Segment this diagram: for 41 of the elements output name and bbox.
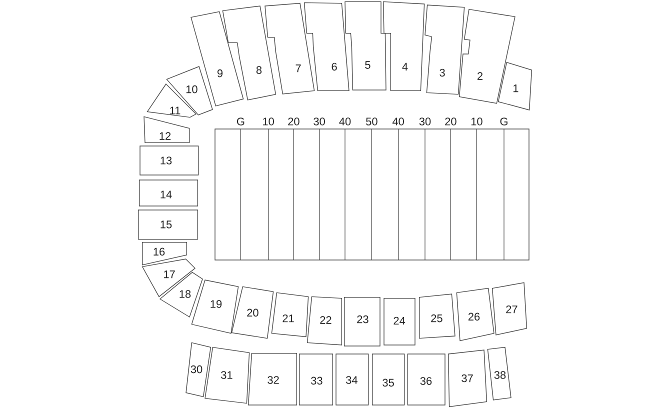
yard-number: 20 [288,118,300,126]
seating-section: 24 [384,298,416,346]
seating-section: 20 [231,286,274,339]
yard-number: G [500,118,508,126]
seating-section: 19 [191,280,239,334]
seating-section: 5 [344,1,386,90]
seating-section: 1 [498,62,532,110]
seating-section: 33 [298,354,334,406]
seating-section: 31 [204,346,250,404]
seating-section: 15 [138,210,198,240]
yard-number: 30 [419,118,431,126]
yard-number: 40 [392,118,404,126]
yard-number: G [236,118,244,126]
seating-section: 36 [407,354,446,406]
yard-number: 50 [366,118,378,126]
seating-section: 30 [186,342,212,398]
seating-section: 16 [142,242,188,266]
seating-section: 34 [336,354,369,406]
yard-number: 10 [471,118,482,126]
seating-section: 37 [448,350,488,408]
seating-section: 12 [144,116,190,144]
seating-section: 6 [304,2,350,92]
yard-number: 40 [339,118,351,126]
seating-section: 4 [382,1,425,92]
seating-section: 23 [344,296,380,346]
seating-section: 38 [487,346,512,400]
seating-section: 14 [138,180,198,206]
seating-section: 22 [306,296,342,346]
yard-number: 30 [314,118,325,126]
yard-number: 10 [263,118,274,126]
seating-section: 26 [456,288,494,342]
yard-number: 20 [445,118,456,126]
seating-section: 27 [492,282,528,336]
seating-section: 25 [418,294,456,339]
seating-section: 3 [424,4,465,95]
seating-section: 21 [271,292,309,338]
seating-section: 13 [140,146,199,176]
seating-section: 7 [264,2,315,94]
seating-section: 32 [248,352,298,406]
seating-section: 35 [372,354,405,406]
seating-section: 8 [222,6,276,100]
